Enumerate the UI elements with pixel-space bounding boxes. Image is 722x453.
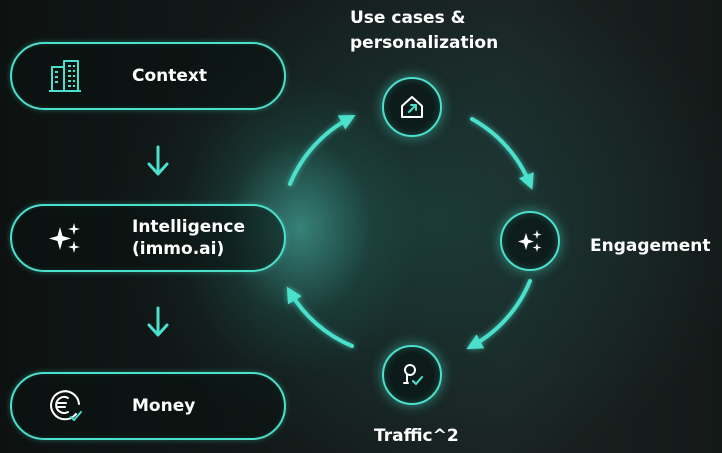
use-cases-label: Use cases & personalization [350, 8, 499, 53]
engagement-node [500, 211, 560, 271]
money-pill: Money [10, 372, 286, 440]
traffic-node [382, 345, 442, 405]
user-check-icon [403, 364, 423, 385]
intelligence-pill: Intelligence (immo.ai) [10, 204, 286, 272]
use-cases-node [382, 77, 442, 137]
intelligence-label: Intelligence (immo.ai) [132, 216, 245, 259]
traffic-label: Traffic^2 [374, 426, 459, 446]
building-icon [46, 57, 84, 95]
euro-check-icon [46, 387, 84, 425]
home-arrow-icon [401, 96, 423, 118]
context-label: Context [132, 65, 208, 86]
engagement-label: Engagement [590, 236, 711, 256]
context-pill: Context [10, 42, 286, 110]
arc-top-left [288, 115, 356, 186]
money-label: Money [132, 395, 196, 416]
sparkles-icon [46, 219, 84, 257]
arc-top-right [470, 117, 534, 190]
arrow-down-icon [147, 145, 169, 176]
arc-bottom-right [466, 279, 532, 350]
arrow-down-icon [147, 306, 169, 337]
sparkles-icon [518, 230, 542, 252]
arc-bottom-left [286, 286, 354, 348]
